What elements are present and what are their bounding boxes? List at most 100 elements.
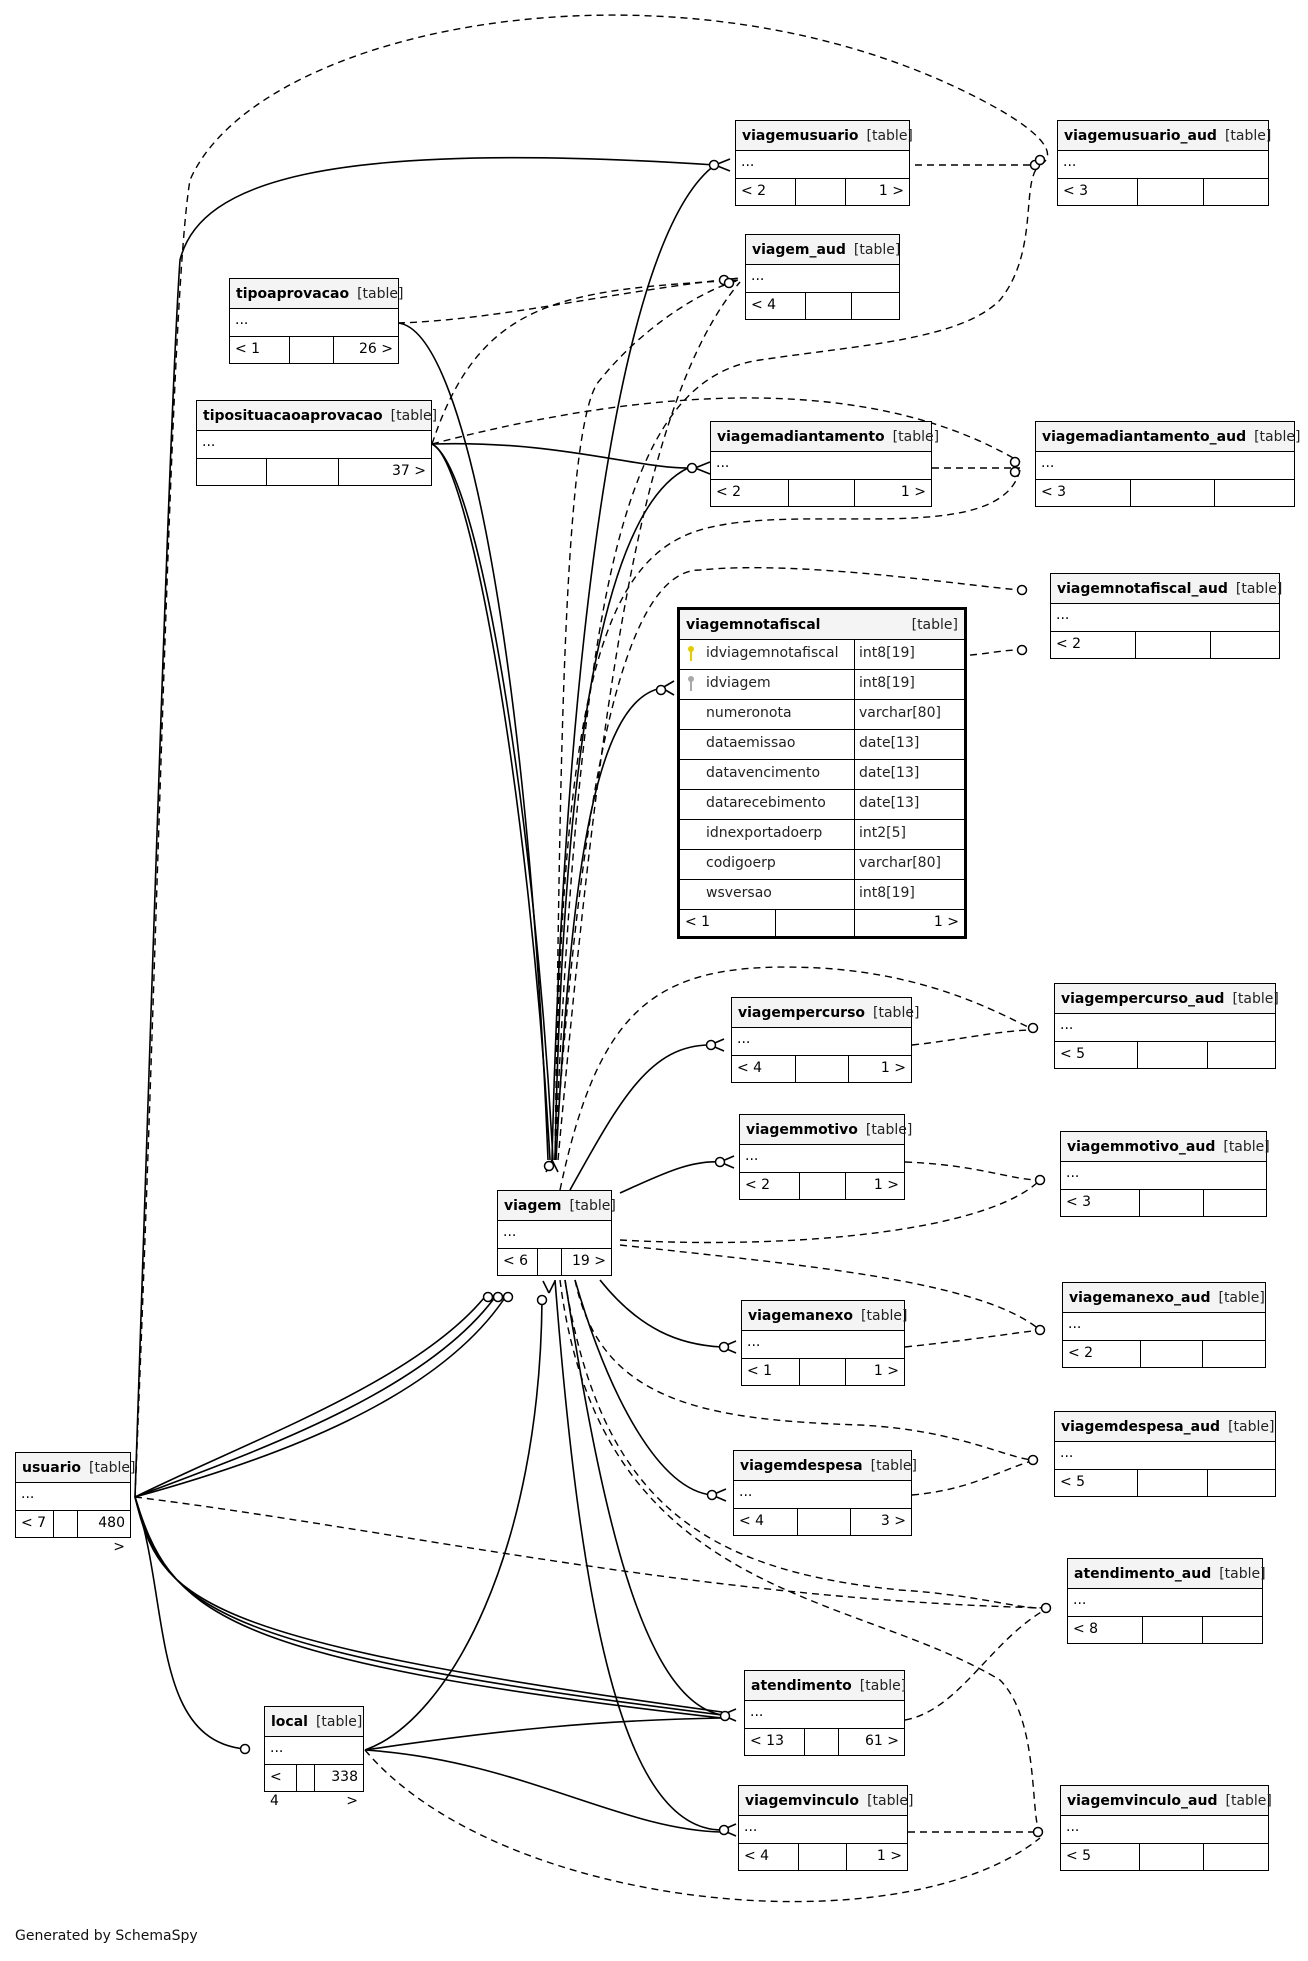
parents-count[interactable]: < 4	[732, 1056, 796, 1082]
table-viagemnotafiscal[interactable]: viagemnotafiscal[table] idviagemnotafisc…	[677, 607, 967, 939]
table-atendimento-aud[interactable]: atendimento_aud[table] ... < 8	[1067, 1558, 1266, 1644]
children-count[interactable]: 1 >	[876, 1848, 902, 1864]
column-type: int8[19]	[859, 645, 915, 661]
table-type: [table]	[1224, 127, 1272, 144]
parents-count[interactable]: < 13	[745, 1729, 805, 1755]
children-count[interactable]: 1 >	[880, 1060, 906, 1076]
footer-middle	[799, 1844, 847, 1870]
footer-middle	[800, 1173, 846, 1199]
parents-count[interactable]: < 1	[742, 1359, 800, 1385]
column-type: int8[19]	[859, 675, 915, 691]
parents-count[interactable]: < 4	[265, 1765, 297, 1809]
footer-middle	[776, 910, 855, 936]
parents-count[interactable]: < 6	[498, 1249, 538, 1275]
footer-middle	[267, 459, 339, 485]
edge-tiposituacao-viagem-b	[431, 443, 554, 1161]
column-name-text: idviagemnotafiscal	[706, 645, 839, 661]
dash-viagem-aud-1	[554, 279, 741, 1161]
table-name: atendimento_aud	[1074, 1565, 1212, 1582]
table-footer: < 2 1 >	[740, 1173, 904, 1199]
footer-middle	[297, 1765, 315, 1791]
table-ellipsis: ...	[732, 1028, 911, 1056]
parents-count[interactable]: < 2	[740, 1173, 800, 1199]
parents-count[interactable]: < 7	[16, 1511, 54, 1537]
children-count[interactable]: 338 >	[331, 1769, 358, 1809]
table-viagempercurso-aud[interactable]: viagempercurso_aud[table] ... < 5	[1054, 983, 1279, 1069]
children-count[interactable]: 3 >	[880, 1513, 906, 1529]
footer-middle	[796, 179, 846, 205]
parents-count[interactable]: < 1	[230, 337, 290, 363]
table-ellipsis: ...	[746, 265, 899, 293]
table-viagemvinculo-aud[interactable]: viagemvinculo_aud[table] ... < 5	[1060, 1785, 1272, 1871]
table-footer: < 1 26 >	[230, 337, 398, 363]
children-count[interactable]: 1 >	[933, 914, 959, 930]
parents-count[interactable]: < 3	[1036, 480, 1131, 506]
parents-count[interactable]: < 4	[746, 293, 806, 319]
children-count[interactable]: 1 >	[873, 1363, 899, 1379]
table-name: viagempercurso	[738, 1004, 866, 1021]
parents-count[interactable]: < 5	[1055, 1470, 1138, 1496]
children-count[interactable]: 61 >	[865, 1733, 899, 1749]
children-count[interactable]: 480 >	[98, 1515, 125, 1555]
parents-count[interactable]: < 2	[1051, 632, 1136, 658]
table-header: viagemanexo_aud[table]	[1063, 1283, 1265, 1313]
table-type: [table]	[569, 1197, 616, 1214]
table-footer: < 2	[1051, 632, 1279, 658]
parents-count[interactable]: < 2	[711, 480, 789, 506]
parents-count[interactable]: < 2	[1063, 1341, 1141, 1367]
dash-local-vinculo-aud	[364, 1749, 1041, 1903]
parents-count[interactable]: < 5	[1061, 1844, 1140, 1870]
children-count	[1203, 1341, 1265, 1367]
parents-count[interactable]: < 3	[1061, 1190, 1140, 1216]
table-viagem-aud[interactable]: viagem_aud[table] ... < 4	[745, 234, 900, 320]
column-row[interactable]: idviagemnotafiscal int8[19]	[680, 640, 964, 670]
table-viagemdespesa-aud[interactable]: viagemdespesa_aud[table] ... < 5	[1054, 1411, 1276, 1497]
parents-count[interactable]: < 5	[1055, 1042, 1138, 1068]
table-viagemnotafiscal-aud[interactable]: viagemnotafiscal_aud[table] ... < 2	[1050, 573, 1283, 659]
table-ellipsis: ...	[742, 1331, 904, 1359]
parents-count[interactable]: < 8	[1068, 1617, 1143, 1643]
parents-count[interactable]: < 3	[1058, 179, 1138, 205]
children-count[interactable]: 37 >	[392, 463, 426, 479]
children-count[interactable]: 26 >	[359, 341, 393, 357]
table-viagemanexo-aud[interactable]: viagemanexo_aud[table] ... < 2	[1062, 1282, 1266, 1368]
table-header: tiposituacaoaprovacao[table]	[197, 401, 437, 431]
children-count[interactable]: 1 >	[900, 484, 926, 500]
table-viagemadiantamento-aud[interactable]: viagemadiantamento_aud[table] ... < 3	[1035, 421, 1300, 507]
table-type: [table]	[1235, 580, 1283, 597]
children-count[interactable]: 1 >	[873, 1177, 899, 1193]
table-viagemusuario-aud[interactable]: viagemusuario_aud[table] ... < 3	[1057, 120, 1272, 206]
table-header: viagemadiantamento_aud[table]	[1036, 422, 1300, 452]
column-name: idviagemnotafiscal	[680, 640, 855, 669]
parents-count[interactable]: < 4	[734, 1509, 798, 1535]
table-ellipsis: ...	[1055, 1442, 1275, 1470]
children-count[interactable]: 19 >	[572, 1253, 606, 1269]
parents-count[interactable]: < 2	[736, 179, 796, 205]
children-count[interactable]: 1 >	[878, 183, 904, 199]
parents-count[interactable]: < 4	[739, 1844, 799, 1870]
table-tiposituacaoaprovacao[interactable]: tiposituacaoaprovacao[table] ... 37 >	[196, 400, 437, 486]
table-name: tiposituacaoaprovacao	[203, 407, 383, 424]
parents-count[interactable]: < 1	[680, 910, 776, 936]
table-viagemmotivo-aud[interactable]: viagemmotivo_aud[table] ... < 3	[1060, 1131, 1270, 1217]
